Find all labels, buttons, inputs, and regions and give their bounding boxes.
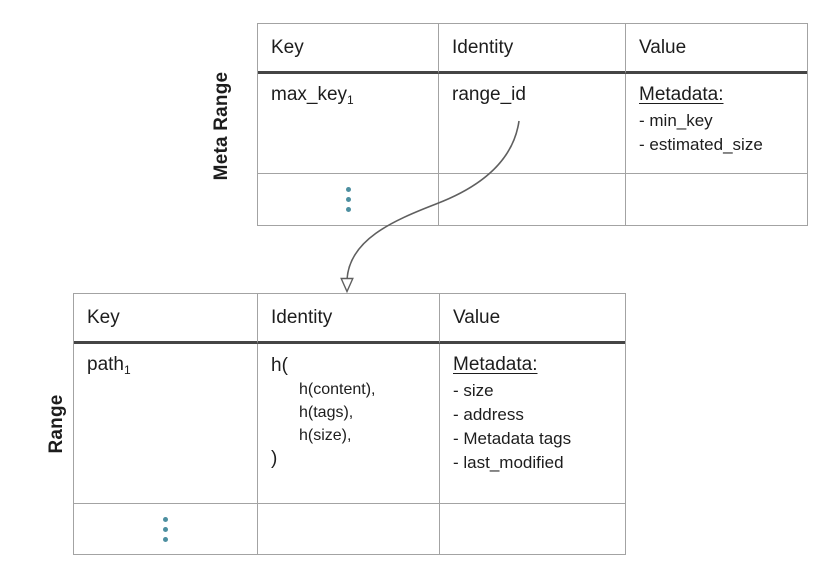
range-key-subscript: 1: [123, 363, 131, 377]
range-value-item: - size: [453, 381, 494, 400]
meta-key-subscript: 1: [347, 93, 354, 107]
meta-range-label: Meta Range: [211, 71, 232, 181]
vertical-ellipsis-icon: [345, 187, 351, 212]
hash-arg: h(size),: [299, 427, 352, 444]
meta-value-item: - estimated_size: [639, 135, 763, 154]
hash-open: h(: [271, 355, 288, 376]
dot: [345, 207, 351, 212]
meta-header-identity: Identity: [439, 24, 626, 74]
vertical-ellipsis-icon: [163, 516, 168, 542]
hash-arg: h(tags),: [299, 404, 354, 421]
range-ellipsis-cell: [74, 504, 258, 554]
range-header-value: Value: [440, 294, 625, 344]
range-cell-value: Metadata: - size - address - Metadata ta…: [440, 344, 625, 504]
dot: [163, 536, 168, 542]
hash-close: ): [271, 448, 278, 469]
range-value-item: - address: [453, 405, 524, 424]
dot: [163, 516, 168, 522]
meta-cell-value: Metadata: - min_key - estimated_size: [626, 74, 807, 174]
meta-cell-key: max_key1: [258, 74, 439, 174]
meta-header-key: Key: [258, 24, 439, 74]
meta-key-text: max_key: [271, 84, 348, 105]
range-empty-cell: [440, 504, 625, 554]
dot: [163, 526, 168, 532]
range-cell-identity: h( h(content), h(tags), h(size), ): [258, 344, 440, 504]
dot: [345, 197, 351, 202]
meta-cell-identity: range_id: [439, 74, 626, 174]
meta-range-table: Key Identity Value max_key1 range_id Met…: [257, 23, 808, 226]
range-header-key: Key: [74, 294, 258, 344]
meta-empty-cell: [626, 174, 807, 225]
meta-ellipsis-cell: [258, 174, 439, 225]
meta-empty-cell: [439, 174, 626, 225]
meta-identity-text: range_id: [452, 84, 526, 105]
hash-arg: h(content),: [299, 381, 376, 398]
range-label: Range: [46, 394, 67, 454]
arrowhead-icon: [340, 277, 354, 294]
range-header-identity: Identity: [258, 294, 440, 344]
range-cell-key: path1: [74, 344, 258, 504]
range-value-item: - last_modified: [453, 453, 564, 472]
dot: [345, 187, 351, 192]
meta-value-item: - min_key: [639, 111, 713, 130]
range-empty-cell: [258, 504, 440, 554]
range-value-title: Metadata:: [453, 354, 538, 375]
range-table: Key Identity Value path1 h( h(content), …: [73, 293, 626, 555]
meta-value-title: Metadata:: [639, 84, 724, 105]
meta-header-value: Value: [626, 24, 807, 74]
range-value-item: - Metadata tags: [453, 429, 572, 448]
range-key-text: path: [87, 354, 124, 375]
